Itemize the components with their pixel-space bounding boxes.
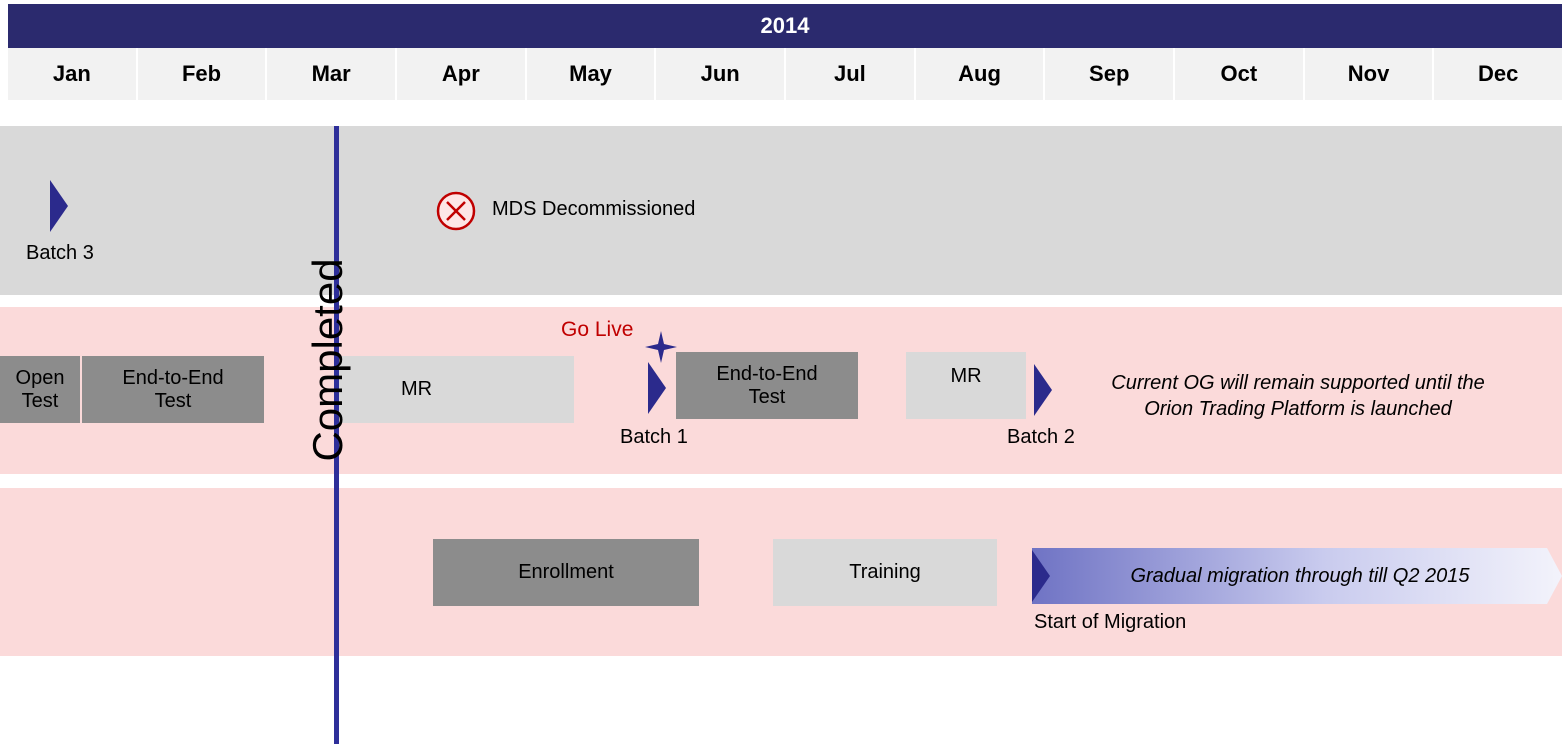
decommission-x-icon <box>436 191 476 231</box>
batch3-marker-icon <box>50 180 68 232</box>
month-feb: Feb <box>137 48 266 100</box>
month-mar: Mar <box>267 48 396 100</box>
batch2-marker-icon <box>1034 364 1052 416</box>
batch1-marker-icon <box>648 362 666 414</box>
go-live-label: Go Live <box>561 318 634 341</box>
month-jun: Jun <box>656 48 785 100</box>
open-test-box: Open Test <box>0 356 80 423</box>
lane-market-data <box>0 126 1562 295</box>
month-aug: Aug <box>915 48 1044 100</box>
start-migration-marker-icon <box>1032 550 1050 602</box>
enrollment-label: Enrollment <box>518 561 614 583</box>
migration-arrow-label: Gradual migration through till Q2 2015 <box>1130 565 1470 587</box>
month-oct: Oct <box>1175 48 1303 100</box>
month-apr: Apr <box>397 48 525 100</box>
go-live-star-icon <box>645 331 677 363</box>
training-label: Training <box>849 561 921 583</box>
open-test-label: Open Test <box>15 366 65 412</box>
mr-label-2: MR <box>950 365 982 387</box>
migration-arrow <box>1032 548 1562 604</box>
month-sep: Sep <box>1045 48 1174 100</box>
start-migration-label: Start of Migration <box>1034 611 1187 633</box>
batch3-label: Batch 3 <box>26 242 94 264</box>
year-header: 2014 <box>8 4 1562 48</box>
support-note: Current OG will remain supported until t… <box>1111 372 1485 420</box>
batch2-label: Batch 2 <box>1007 426 1075 448</box>
batch1-label: Batch 1 <box>620 426 688 448</box>
month-dec: Dec <box>1434 48 1562 100</box>
mr-box-2: MR <box>906 352 1026 419</box>
month-header-row: Jan Feb Mar Apr May Jun Jul Aug Sep Oct … <box>8 48 1562 100</box>
year-label: 2014 <box>760 13 810 38</box>
month-may: May <box>526 48 655 100</box>
month-jan: Jan <box>8 48 136 100</box>
end-to-end-test-box-1: End-to-End Test <box>82 356 264 423</box>
end-to-end-test-box-2: End-to-End Test <box>676 352 858 419</box>
mr-box-1: MR <box>339 356 574 423</box>
completed-label: Completed <box>304 258 351 462</box>
enrollment-box: Enrollment <box>433 539 699 606</box>
training-box: Training <box>773 539 997 606</box>
month-nov: Nov <box>1304 48 1433 100</box>
mr-label-1: MR <box>400 378 433 400</box>
completed-divider-line <box>334 126 339 744</box>
mds-decommissioned-label: MDS Decommissioned <box>492 198 696 220</box>
end-to-end-test-label-2: End-to-End Test <box>716 362 818 408</box>
end-to-end-test-label-1: End-to-End Test <box>122 366 224 412</box>
month-jul: Jul <box>786 48 914 100</box>
